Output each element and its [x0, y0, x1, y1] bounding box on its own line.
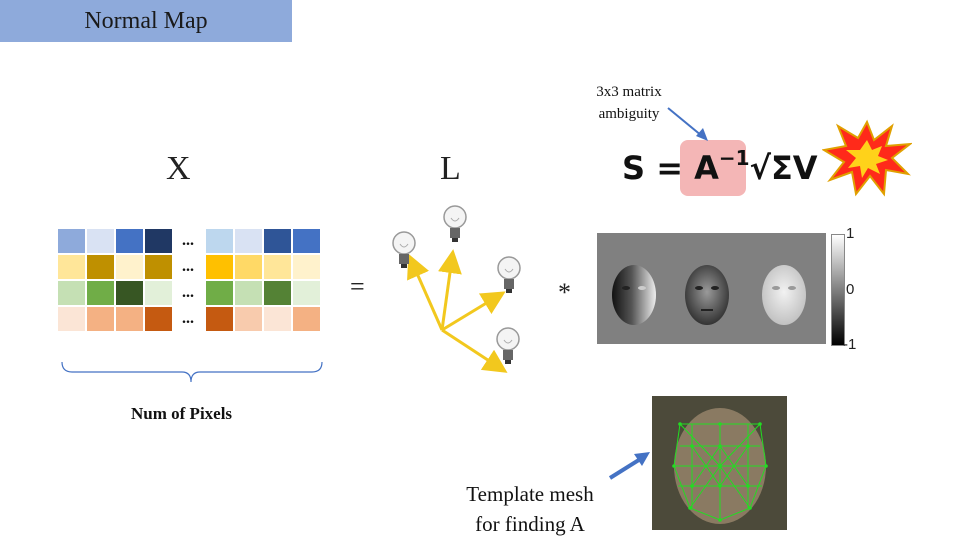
lighting-vectors	[407, 249, 508, 373]
matrix-cell	[293, 255, 320, 279]
ellipsis: ...	[182, 232, 194, 249]
matrix-cell	[293, 229, 320, 253]
svd-formula: S = A−1√ΣV	[622, 146, 818, 187]
matrix-block-right	[205, 228, 321, 332]
matrix-cell	[235, 255, 262, 279]
colorbar-min: -1	[843, 336, 857, 353]
matrix-cell	[87, 255, 114, 279]
face-mesh-overlay	[652, 396, 787, 530]
matrix-cell	[58, 307, 85, 331]
matrix-cell	[264, 229, 291, 253]
matrix-cell	[206, 229, 233, 253]
matrix-note-arrow	[667, 107, 708, 141]
x-label: X	[166, 150, 191, 187]
matrix-cell	[87, 307, 114, 331]
template-mesh-note: Template mesh for finding A	[466, 482, 594, 536]
matrix-cell	[235, 229, 262, 253]
slide-title: Normal Map	[0, 0, 292, 42]
matrix-cell	[145, 307, 172, 331]
num-pixels-label: Num of Pixels	[131, 404, 233, 423]
l-label: L	[440, 150, 461, 187]
matrix-ambiguity-note: 3x3 matrix ambiguity	[596, 84, 662, 122]
colorbar-max: 1	[846, 225, 855, 242]
multiply-sign: *	[558, 278, 571, 307]
face-1	[612, 265, 656, 325]
matrix-cell	[145, 229, 172, 253]
light-bulb-icon	[496, 327, 520, 364]
face-images	[612, 265, 806, 325]
ellipsis: ...	[182, 284, 194, 301]
formula-a: A	[694, 149, 719, 187]
face-3	[762, 265, 806, 325]
light-bulb-icon	[392, 231, 416, 268]
colorbar	[831, 234, 845, 346]
matrix-cell	[58, 255, 85, 279]
matrix-cell	[116, 229, 143, 253]
matrix-cell	[116, 255, 143, 279]
matrix-cell	[87, 281, 114, 305]
matrix-ellipsis-column: ... ... ... ...	[182, 228, 194, 332]
matrix-block-left	[57, 228, 173, 332]
formula-rest: √ΣV	[749, 149, 818, 187]
matrix-cell	[264, 281, 291, 305]
matrix-cell	[235, 281, 262, 305]
matrix-cell	[116, 307, 143, 331]
light-bulb-icon	[497, 256, 521, 293]
matrix-cell	[116, 281, 143, 305]
matrix-cell	[206, 255, 233, 279]
matrix-cell	[58, 229, 85, 253]
albedo-faces-image	[597, 233, 826, 344]
formula-exponent: −1	[718, 146, 750, 170]
matrix-cell	[264, 307, 291, 331]
formula-equals: =	[656, 149, 683, 187]
explosion-icon	[822, 119, 912, 197]
ellipsis: ...	[182, 258, 194, 275]
matrix-cell	[293, 281, 320, 305]
formula-s: S	[622, 149, 646, 187]
colorbar-mid: 0	[846, 281, 855, 298]
matrix-cell	[87, 229, 114, 253]
matrix-cell	[145, 255, 172, 279]
matrix-cell	[206, 281, 233, 305]
matrix-cell	[58, 281, 85, 305]
a-inverse-highlight	[680, 140, 746, 196]
face-2	[685, 265, 729, 325]
matrix-cell	[235, 307, 262, 331]
mesh-note-arrow	[608, 452, 650, 480]
pixels-brace	[61, 361, 323, 383]
face-mesh-image	[652, 396, 787, 530]
light-bulb-icon	[443, 205, 467, 242]
equals-sign: =	[350, 272, 365, 301]
matrix-cell	[206, 307, 233, 331]
matrix-cell	[293, 307, 320, 331]
ellipsis: ...	[182, 310, 194, 327]
matrix-cell	[145, 281, 172, 305]
matrix-cell	[264, 255, 291, 279]
